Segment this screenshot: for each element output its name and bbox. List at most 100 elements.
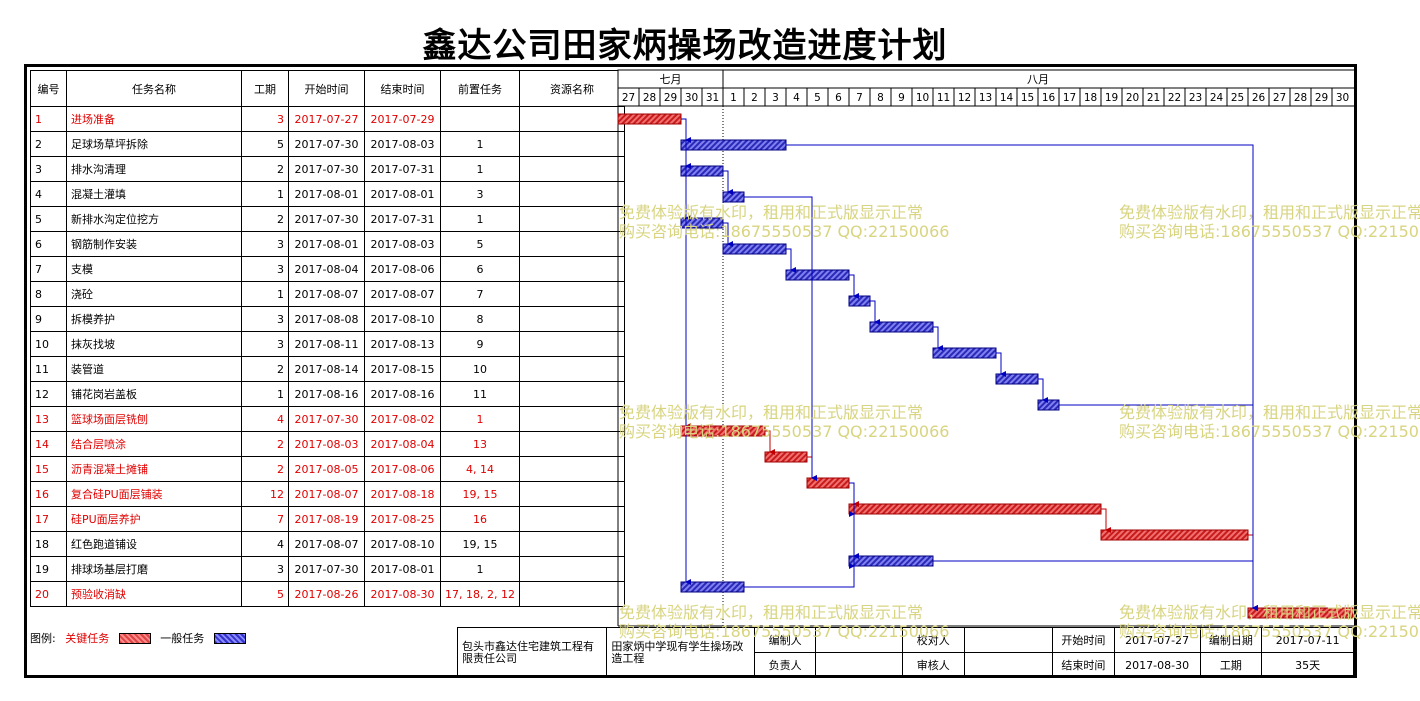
task-no[interactable]: 2: [30, 131, 67, 157]
task-end[interactable]: 2017-08-06: [364, 456, 441, 482]
task-name[interactable]: 混凝土灌填: [66, 181, 242, 207]
task-duration[interactable]: 1: [241, 381, 289, 407]
task-name[interactable]: 预验收消缺: [66, 581, 242, 607]
task-no[interactable]: 20: [30, 581, 67, 607]
task-end[interactable]: 2017-08-03: [364, 231, 441, 257]
task-end[interactable]: 2017-08-10: [364, 531, 441, 557]
task-name[interactable]: 装管道: [66, 356, 242, 382]
task-predecessors[interactable]: 7: [440, 281, 520, 307]
footer-lead-value[interactable]: [815, 652, 903, 678]
task-resource[interactable]: [518, 281, 625, 307]
task-resource[interactable]: [518, 506, 625, 532]
task-duration[interactable]: 5: [241, 131, 289, 157]
task-start[interactable]: 2017-07-30: [288, 156, 365, 182]
task-name[interactable]: 抹灰找坡: [66, 331, 242, 357]
task-name[interactable]: 钢筋制作安装: [66, 231, 242, 257]
task-end[interactable]: 2017-08-10: [364, 306, 441, 332]
task-duration[interactable]: 12: [241, 481, 289, 507]
task-end[interactable]: 2017-08-13: [364, 331, 441, 357]
task-end[interactable]: 2017-08-01: [364, 556, 441, 582]
task-start[interactable]: 2017-07-30: [288, 406, 365, 432]
task-duration[interactable]: 4: [241, 406, 289, 432]
task-start[interactable]: 2017-08-14: [288, 356, 365, 382]
col-header-start[interactable]: 开始时间: [288, 70, 365, 107]
task-start[interactable]: 2017-08-07: [288, 531, 365, 557]
task-name[interactable]: 浇砼: [66, 281, 242, 307]
task-start[interactable]: 2017-08-04: [288, 256, 365, 282]
task-end[interactable]: 2017-08-04: [364, 431, 441, 457]
task-start[interactable]: 2017-07-30: [288, 206, 365, 232]
task-start[interactable]: 2017-08-08: [288, 306, 365, 332]
task-resource[interactable]: [518, 456, 625, 482]
task-start[interactable]: 2017-08-07: [288, 481, 365, 507]
task-name[interactable]: 红色跑道铺设: [66, 531, 242, 557]
task-start[interactable]: 2017-08-11: [288, 331, 365, 357]
task-duration[interactable]: 3: [241, 556, 289, 582]
task-predecessors[interactable]: 17, 18, 2, 12: [440, 581, 520, 607]
task-no[interactable]: 6: [30, 231, 67, 257]
task-duration[interactable]: 3: [241, 256, 289, 282]
task-start[interactable]: 2017-08-26: [288, 581, 365, 607]
task-predecessors[interactable]: 3: [440, 181, 520, 207]
task-no[interactable]: 12: [30, 381, 67, 407]
col-header-end[interactable]: 结束时间: [364, 70, 441, 107]
col-header-resources[interactable]: 资源名称: [518, 70, 625, 107]
task-end[interactable]: 2017-08-06: [364, 256, 441, 282]
task-no[interactable]: 17: [30, 506, 67, 532]
task-start[interactable]: 2017-08-19: [288, 506, 365, 532]
task-duration[interactable]: 5: [241, 581, 289, 607]
task-name[interactable]: 复合硅PU面层铺装: [66, 481, 242, 507]
col-header-no[interactable]: 编号: [30, 70, 67, 107]
task-resource[interactable]: [518, 581, 625, 607]
task-predecessors[interactable]: 10: [440, 356, 520, 382]
task-predecessors[interactable]: 4, 14: [440, 456, 520, 482]
task-end[interactable]: 2017-08-25: [364, 506, 441, 532]
footer-reviewer-value[interactable]: [963, 652, 1053, 678]
task-resource[interactable]: [518, 556, 625, 582]
task-start[interactable]: 2017-08-16: [288, 381, 365, 407]
task-resource[interactable]: [518, 356, 625, 382]
task-resource[interactable]: [518, 481, 625, 507]
task-end[interactable]: 2017-08-16: [364, 381, 441, 407]
col-header-name[interactable]: 任务名称: [66, 70, 242, 107]
task-end[interactable]: 2017-08-18: [364, 481, 441, 507]
task-predecessors[interactable]: 19, 15: [440, 531, 520, 557]
task-name[interactable]: 篮球场面层铣刨: [66, 406, 242, 432]
task-name[interactable]: 支模: [66, 256, 242, 282]
task-start[interactable]: 2017-08-01: [288, 231, 365, 257]
task-duration[interactable]: 2: [241, 206, 289, 232]
task-no[interactable]: 15: [30, 456, 67, 482]
task-start[interactable]: 2017-07-30: [288, 131, 365, 157]
task-end[interactable]: 2017-07-31: [364, 156, 441, 182]
task-duration[interactable]: 3: [241, 331, 289, 357]
task-resource[interactable]: [518, 406, 625, 432]
task-duration[interactable]: 3: [241, 231, 289, 257]
task-name[interactable]: 结合层喷涂: [66, 431, 242, 457]
task-predecessors[interactable]: 16: [440, 506, 520, 532]
task-no[interactable]: 9: [30, 306, 67, 332]
task-end[interactable]: 2017-08-30: [364, 581, 441, 607]
task-predecessors[interactable]: 9: [440, 331, 520, 357]
task-start[interactable]: 2017-07-27: [288, 106, 365, 132]
task-end[interactable]: 2017-08-15: [364, 356, 441, 382]
task-name[interactable]: 硅PU面层养护: [66, 506, 242, 532]
footer-checker-value[interactable]: [963, 627, 1053, 653]
task-name[interactable]: 沥青混凝土摊铺: [66, 456, 242, 482]
task-no[interactable]: 1: [30, 106, 67, 132]
task-start[interactable]: 2017-08-01: [288, 181, 365, 207]
task-predecessors[interactable]: 11: [440, 381, 520, 407]
task-no[interactable]: 19: [30, 556, 67, 582]
